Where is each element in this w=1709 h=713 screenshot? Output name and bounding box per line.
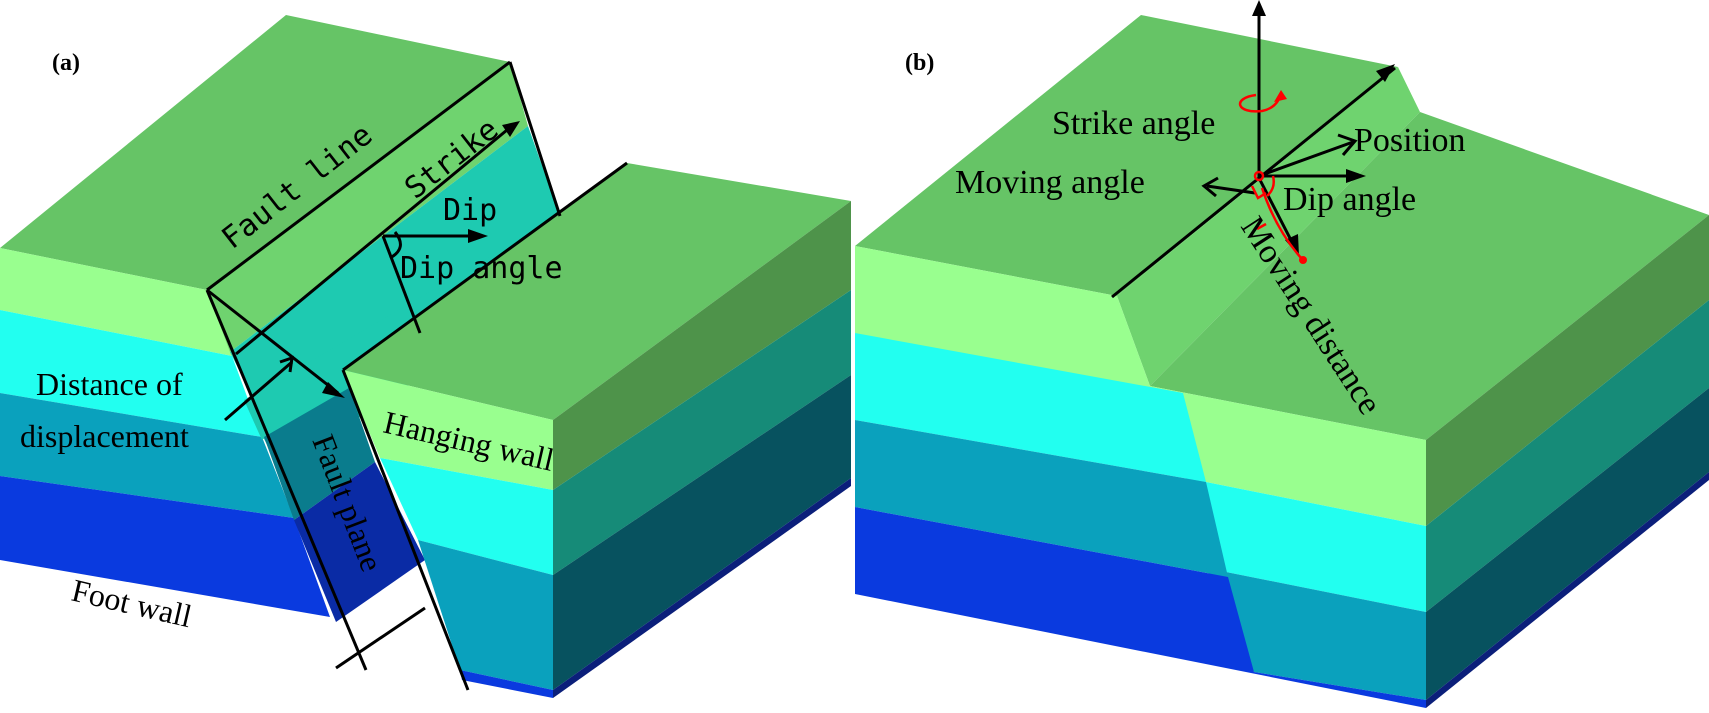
b-red-annotations: [1238, 90, 1307, 264]
b-top-right: [1150, 112, 1709, 440]
b-side-l3: [1426, 388, 1709, 700]
b-moving-angle-arrow: [1206, 184, 1256, 195]
b-l1-right: [1150, 386, 1426, 526]
fault-plane: [207, 62, 580, 622]
strike-arrowhead: [502, 121, 520, 137]
label-distance-line1: Distance of: [36, 366, 183, 402]
moving-end-point: [1299, 256, 1307, 264]
label-dip-angle: Dip angle: [400, 251, 563, 286]
fault-plane-green: [207, 62, 528, 352]
b-fault-trace: [1111, 66, 1396, 299]
b-strike-arrowhead: [1376, 64, 1395, 82]
b-dip-arrowhead: [1346, 169, 1366, 183]
moving-distance-tick: [1256, 222, 1267, 231]
b-side-l4: [1426, 472, 1709, 708]
hanging-side-l2: [553, 290, 851, 575]
strike-arrow-line: [235, 128, 508, 356]
panel-b-tag: (b): [905, 50, 934, 76]
b-top-left: [855, 15, 1398, 296]
label-distance-line2: displacement: [20, 418, 189, 454]
footwall-top-surface: [0, 15, 510, 290]
hanging-layer-2: [380, 458, 553, 575]
b-side-l2: [1426, 300, 1709, 612]
footwall-layer-1: [0, 248, 232, 356]
b-l2-right: [1186, 478, 1426, 612]
fault-line: [206, 60, 511, 292]
fault-plane-blue: [294, 462, 425, 622]
b-l2-left: [855, 333, 1206, 482]
b-l3-right: [1206, 568, 1426, 700]
hanging-layer-1: [343, 370, 553, 490]
strike-angle-rotation-arc: [1238, 93, 1282, 113]
dip-angle-arc: [389, 231, 402, 260]
label-moving-angle: Moving angle: [955, 164, 1145, 201]
hanging-layer-3: [418, 540, 553, 690]
hanging-fault-edge: [341, 369, 470, 691]
b-l3-left: [855, 420, 1228, 577]
foot-wall-block: [0, 15, 510, 617]
hanging-wall-block: [343, 163, 851, 698]
b-l4-left: [855, 507, 1426, 708]
hanging-side-top: [553, 201, 851, 490]
dip-angle-arc: [1266, 175, 1275, 197]
panel-a: (a) Fault line Strike Dip Dip angle Dist…: [0, 15, 851, 698]
panel-b: (b) Strike angle Position Moving angle D…: [855, 0, 1709, 708]
hanging-side-l3: [553, 375, 851, 690]
b-moving-distance-arrow: [1257, 177, 1295, 245]
b-side-top: [1426, 215, 1709, 526]
dip-arrowhead: [468, 229, 488, 243]
hanging-top-surface: [343, 163, 851, 420]
footwall-layer-3: [0, 393, 294, 518]
fault-lines-a: [205, 60, 628, 691]
hanging-edge: [342, 161, 628, 372]
label-strike-angle: Strike angle: [1052, 105, 1215, 142]
fault-edge-right: [508, 61, 562, 217]
fault-plane-dark: [264, 388, 375, 520]
b-vertical-arrowhead: [1252, 0, 1266, 16]
fault-plane-bottom: [335, 606, 426, 670]
b-position-head: [1337, 133, 1358, 156]
b-moving-angle-head: [1201, 176, 1219, 198]
displacement-arrowhead: [322, 382, 345, 398]
label-position: Position: [1354, 122, 1465, 159]
origin-point: [1253, 170, 1265, 182]
distance-pointer-head: [279, 355, 294, 373]
footwall-layer-2: [0, 310, 262, 437]
footwall-layer-4: [0, 476, 330, 617]
b-position-arrow: [1258, 140, 1354, 178]
displacement-diagonal: [206, 288, 339, 395]
hanging-layer-4: [460, 670, 553, 698]
fault-edge-left: [205, 289, 368, 671]
dip-angle-line: [381, 235, 422, 334]
strike-angle-rotation-arrowhead: [1274, 90, 1287, 102]
distance-pointer: [224, 360, 293, 422]
panel-a-tag: (a): [52, 50, 80, 76]
moving-distance-arc: [1260, 187, 1303, 260]
label-dip: Dip: [443, 193, 497, 228]
hanging-side-l4: [553, 478, 851, 698]
label-dip-angle-b: Dip angle: [1283, 181, 1416, 218]
